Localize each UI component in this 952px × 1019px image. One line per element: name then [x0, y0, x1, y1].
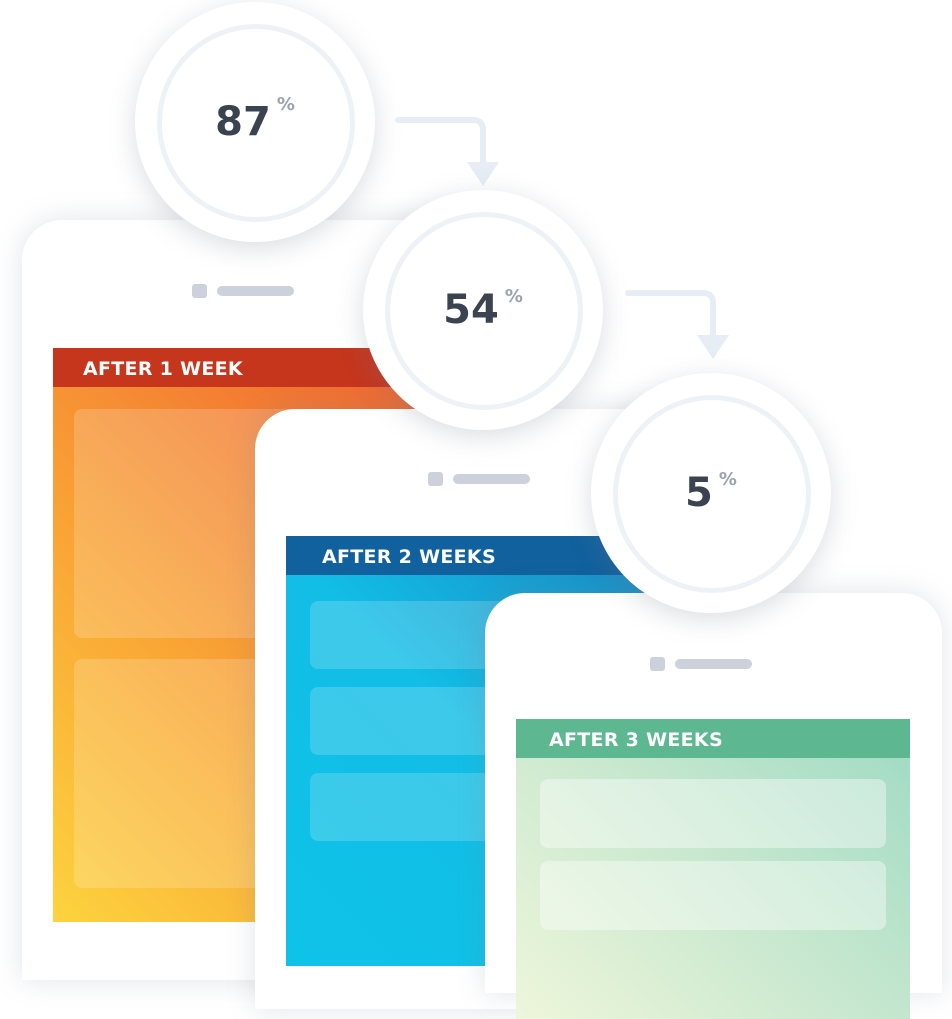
stat-circle-week-3: 5%	[591, 373, 831, 613]
arrow-down-right-icon	[395, 117, 499, 186]
screen-week-3: AFTER 3 WEEKS	[516, 719, 910, 1019]
arrow-down-right-icon	[625, 290, 729, 359]
circle-ring	[157, 24, 355, 222]
speaker-icon	[675, 659, 752, 669]
phone-week-3: AFTER 3 WEEKS	[485, 593, 942, 1019]
content-card	[540, 861, 886, 930]
percent-sign: %	[504, 286, 523, 307]
camera-icon	[192, 284, 207, 298]
camera-icon	[428, 472, 443, 486]
stat-circle-week-1: 87%	[135, 2, 375, 242]
content-card	[540, 779, 886, 848]
circle-ring	[385, 212, 583, 410]
percent-sign: %	[718, 469, 737, 490]
speaker-icon	[217, 286, 294, 296]
camera-icon	[650, 657, 665, 671]
circle-ring	[613, 395, 811, 593]
stat-value: 87	[215, 99, 271, 145]
stat-value: 5	[685, 470, 713, 516]
header-week-3: AFTER 3 WEEKS	[516, 719, 910, 758]
stat-value: 54	[443, 287, 499, 333]
percent-sign: %	[276, 94, 295, 115]
stat-circle-week-2: 54%	[363, 190, 603, 430]
speaker-icon	[453, 474, 530, 484]
